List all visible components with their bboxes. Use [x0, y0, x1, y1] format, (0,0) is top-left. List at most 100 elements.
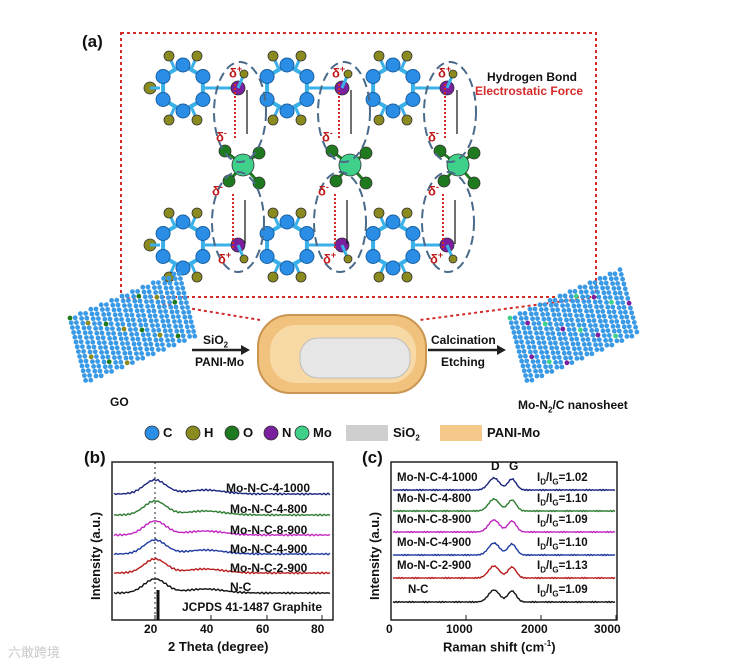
lattice-atom [179, 281, 185, 286]
lattice-atom [546, 359, 552, 365]
lattice-atom [110, 326, 115, 331]
lattice-atom [572, 308, 578, 314]
lattice-atom [87, 373, 92, 378]
lattice-atom [540, 335, 546, 341]
lattice-atom [606, 290, 612, 295]
oxygen-atom [437, 174, 451, 188]
lattice-atom [123, 308, 128, 313]
lattice-atom [558, 336, 563, 342]
panel-b-xtick-40: 40 [200, 622, 214, 636]
lattice-atom [137, 298, 143, 304]
lattice-atom [557, 293, 563, 299]
lattice-atom [629, 333, 635, 339]
lattice-atom [157, 332, 163, 338]
lattice-atom [182, 338, 187, 343]
lattice-atom [107, 336, 112, 341]
lattice-atom [526, 325, 532, 331]
lattice-atom [575, 318, 581, 323]
lattice-atom [181, 310, 187, 315]
lattice-atom [142, 317, 148, 323]
lattice-atom [93, 373, 99, 379]
lattice-atom [574, 356, 580, 361]
lattice-atom [528, 311, 534, 317]
lattice-atom [121, 326, 127, 332]
lattice-atom [596, 294, 602, 300]
lattice-atom [618, 310, 623, 315]
panel-a-label: (a) [82, 32, 103, 51]
panel-c-xtick-3000: 3000 [594, 622, 621, 636]
lattice-atom [573, 351, 578, 356]
lattice-atom [532, 306, 538, 312]
lattice-atom [575, 341, 581, 347]
lattice-atom [143, 322, 149, 328]
lattice-atom [563, 336, 568, 341]
lattice-atom [516, 349, 522, 354]
panel-c-series-label-4: Mo-N-C-4-900 [397, 537, 472, 549]
lattice-atom [530, 359, 536, 364]
lattice-atom [133, 303, 139, 309]
lattice-atom [148, 318, 154, 324]
lattice-atom [125, 317, 131, 323]
step1-top-label: SiO2 [203, 333, 229, 350]
lattice-atom [550, 331, 556, 336]
lattice-atom [614, 295, 619, 301]
lattice-atom [579, 355, 585, 361]
lattice-atom [110, 350, 116, 356]
lattice-atom [136, 313, 141, 318]
lattice-atom [158, 309, 163, 314]
panel-c-xtick-2000: 2000 [521, 622, 548, 636]
lattice-atom [96, 340, 102, 346]
carbon-atom [175, 214, 191, 230]
lattice-atom [115, 302, 121, 308]
lattice-atom [108, 321, 114, 327]
lattice-atom [519, 339, 524, 345]
lattice-atom [575, 298, 580, 304]
lattice-atom [599, 323, 605, 329]
lattice-atom [103, 321, 109, 327]
lattice-atom [81, 349, 86, 354]
lattice-atom [163, 309, 169, 314]
delta-minus-label: δ- [212, 182, 223, 199]
lattice-atom [134, 331, 140, 337]
lattice-atom [68, 320, 74, 326]
carbon-atom [365, 249, 381, 264]
lattice-atom [536, 340, 542, 346]
lattice-atom [549, 326, 554, 331]
lattice-atom [161, 347, 167, 352]
lattice-atom [177, 295, 183, 301]
lattice-atom [170, 290, 175, 295]
lattice-atom [553, 302, 559, 308]
lattice-atom [515, 325, 520, 330]
lattice-atom [99, 350, 104, 355]
lattice-atom [624, 334, 630, 339]
lattice-atom [174, 281, 179, 286]
panel-c-xtick-1000: 1000 [446, 622, 473, 636]
lattice-atom [540, 312, 545, 317]
lattice-atom [593, 342, 598, 348]
lattice-atom [141, 289, 147, 295]
lattice-atom [543, 307, 549, 312]
lattice-atom [508, 320, 514, 326]
lattice-atom [100, 354, 106, 360]
lattice-atom [556, 355, 562, 360]
lattice-atom [154, 342, 160, 348]
lattice-atom [609, 342, 615, 348]
lattice-atom [166, 275, 172, 281]
lattice-atom [119, 293, 125, 299]
carbon-atom [259, 92, 275, 107]
lattice-atom [523, 353, 528, 359]
lattice-atom [581, 299, 587, 304]
lattice-atom [615, 323, 621, 329]
lattice-atom [172, 319, 177, 324]
lattice-atom [615, 300, 621, 306]
lattice-atom [633, 324, 638, 330]
interaction-ellipse [213, 61, 267, 163]
lattice-atom [93, 326, 98, 331]
lattice-atom [591, 318, 597, 323]
lattice-atom [132, 322, 137, 327]
lattice-atom [71, 330, 76, 335]
carbon-atom [279, 260, 295, 276]
lattice-atom [574, 313, 579, 318]
lattice-atom [625, 296, 631, 301]
lattice-atom [169, 309, 175, 315]
